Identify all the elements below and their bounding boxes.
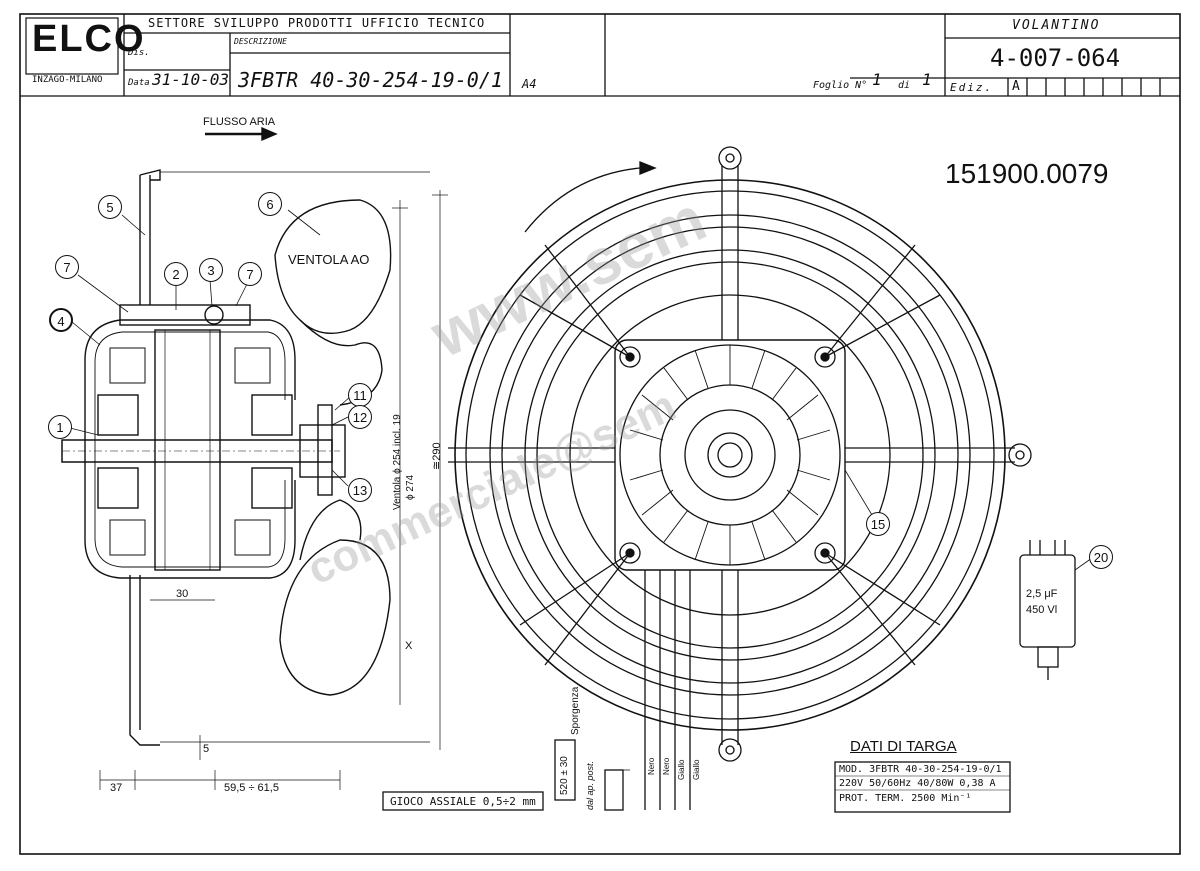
document-number: 4-007-064	[990, 44, 1121, 72]
department-label: SETTORE SVILUPPO PRODOTTI UFFICIO TECNIC…	[148, 16, 486, 30]
nameplate-line-model: MOD. 3FBTR 40-30-254-19-0/1	[839, 764, 1002, 775]
drawing-date: 31-10-03	[152, 70, 230, 89]
document-type: VOLANTINO	[1012, 18, 1101, 33]
callout-11: 11	[348, 383, 372, 407]
callout-15: 15	[866, 512, 890, 536]
capacitor-capacitance: 2,5 μF	[1026, 588, 1058, 600]
dim-290: ≅290	[431, 442, 443, 470]
model-description: 3FBTR 40-30-254-19-0/1	[238, 68, 503, 92]
sheet-number: 1	[872, 70, 882, 89]
dim-fan-diameter: Ventola ϕ 254 incl. 19	[392, 414, 403, 510]
cable-protrusion: Sporgenza	[570, 686, 581, 735]
capacitor-voltage: 450 Vl	[1026, 604, 1058, 616]
sheet-total: 1	[922, 70, 932, 89]
dim-30: 30	[176, 588, 189, 600]
descrizione-label: DESCRIZIONE	[234, 37, 287, 46]
edition-label: Ediz.	[950, 81, 994, 94]
nameplate-line-electric: 220V 50/60Hz 40/80W 0,38 A	[839, 778, 996, 789]
dim-59-61: 59,5 ÷ 61,5	[224, 782, 279, 794]
cable-length: 520 ± 30	[559, 756, 570, 795]
sheet-of-label: di	[898, 80, 911, 91]
cable-color-3: Giallo	[677, 759, 686, 780]
callout-4: 4	[49, 308, 73, 332]
fan-label: VENTOLA AO	[288, 252, 370, 267]
edition-value: A	[1012, 79, 1020, 94]
paper-format: A4	[522, 77, 537, 91]
company-location: INZAGO-MILANO	[32, 75, 103, 85]
cable-color-4: Giallo	[692, 759, 701, 780]
callout-6: 6	[258, 192, 282, 216]
dim-5: 5	[203, 743, 210, 755]
dim-x: X	[405, 640, 413, 652]
callout-9: 7	[238, 262, 262, 286]
cable-color-1: Nero	[647, 757, 656, 775]
nameplate-title: DATI DI TARGA	[850, 738, 957, 755]
nameplate-line-protection: PROT. TERM. 2500 Min⁻¹	[839, 793, 972, 804]
callout-20: 20	[1089, 545, 1113, 569]
dim-fan-diameter-2: ϕ 274	[405, 474, 416, 500]
callout-1: 1	[48, 415, 72, 439]
callout-5: 5	[98, 195, 122, 219]
axial-play-note: GIOCO ASSIALE 0,5÷2 mm	[390, 795, 536, 808]
dis-label: Dis.	[128, 48, 150, 58]
callout-2: 2	[164, 262, 188, 286]
callout-12: 12	[348, 405, 372, 429]
dim-37: 37	[110, 782, 123, 794]
sheet-label: Foglio N°	[813, 80, 868, 91]
company-logo: ELCO	[32, 18, 146, 60]
callout-3: 3	[199, 258, 223, 282]
data-label: Data	[128, 78, 150, 88]
callout-7: 7	[55, 255, 79, 279]
cable-reference: dal ap. post.	[585, 760, 595, 810]
flow-label: FLUSSO ARIA	[203, 116, 276, 128]
callout-13: 13	[348, 478, 372, 502]
cable-color-2: Nero	[662, 757, 671, 775]
part-code: 151900.0079	[945, 158, 1109, 189]
